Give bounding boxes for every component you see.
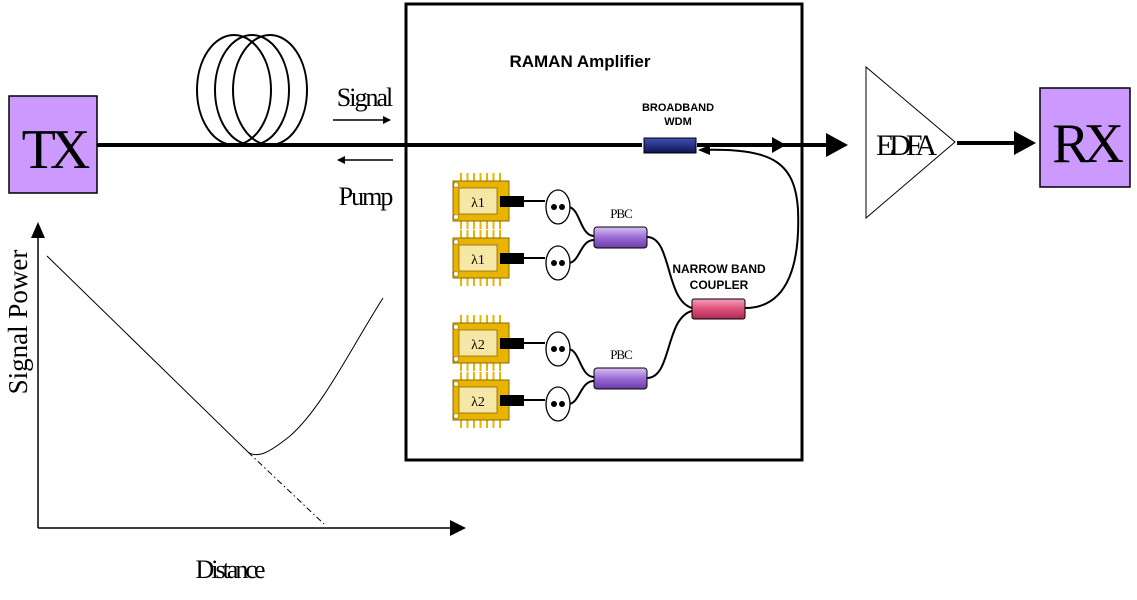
coupler-label-line1: NARROW BAND: [672, 262, 766, 276]
signal-label: Signal: [337, 83, 393, 112]
raman-amplifier-box: [404, 2, 804, 462]
edfa-label: EDFA: [876, 129, 937, 162]
laser-wavelength-label: λ1: [471, 253, 485, 268]
signal-power-graph: Signal Power Distance: [3, 222, 466, 584]
unamplified-power-line: [247, 451, 325, 525]
polarization-controller: [545, 386, 571, 422]
pump-laser: λ1: [452, 173, 545, 229]
pump-return-fiber: [699, 148, 800, 309]
polarization-controller: [545, 331, 571, 367]
broadband-wdm: BROADBAND WDM: [642, 102, 714, 154]
pbc-bottom: PBC: [593, 347, 648, 390]
pbc-top-label: PBC: [610, 206, 632, 221]
pbc-bottom-label: PBC: [610, 347, 632, 362]
polarization-controllers: [545, 189, 571, 422]
x-axis-arrowhead: [450, 520, 466, 536]
polarization-controller: [545, 189, 571, 225]
laser-fibers: [567, 206, 693, 405]
edfa-amplifier: EDFA: [865, 65, 956, 220]
fiber-direction-arrowhead: [772, 137, 786, 153]
laser-wavelength-label: λ1: [471, 196, 485, 211]
tx-block: TX: [8, 95, 98, 194]
y-axis-label: Signal Power: [3, 250, 33, 395]
rx-input-arrowhead: [1014, 131, 1036, 155]
rx-label: RX: [1052, 113, 1123, 175]
edfa-input-arrowhead: [826, 133, 848, 157]
pump-laser: λ2: [452, 372, 545, 428]
narrow-band-coupler: NARROW BAND COUPLER: [672, 262, 766, 320]
tx-label: TX: [22, 119, 90, 181]
fiber-spool-icon: [196, 34, 308, 146]
rx-block: RX: [1039, 87, 1131, 188]
pump-arrow: Pump: [337, 156, 394, 211]
pbc-top: PBC: [593, 206, 648, 249]
x-axis-label: Distance: [196, 555, 265, 584]
laser-wavelength-label: λ2: [471, 395, 485, 410]
y-axis-arrowhead: [31, 222, 45, 238]
laser-wavelength-label: λ2: [471, 338, 485, 353]
polarization-controller: [545, 245, 571, 281]
wdm-label-line2: WDM: [664, 116, 692, 128]
pump-label: Pump: [339, 182, 393, 211]
coupler-label-line2: COUPLER: [690, 278, 749, 292]
wdm-label-line1: BROADBAND: [642, 102, 714, 114]
signal-arrow: Signal: [333, 83, 395, 124]
raman-power-curve: [46, 255, 384, 456]
pump-laser-array: λ1 λ1 λ2 λ2: [452, 173, 545, 428]
pump-laser: λ2: [452, 315, 545, 371]
pump-laser: λ1: [452, 230, 545, 286]
pump-return-arrowhead: [698, 145, 710, 155]
raman-title: RAMAN Amplifier: [509, 52, 650, 71]
